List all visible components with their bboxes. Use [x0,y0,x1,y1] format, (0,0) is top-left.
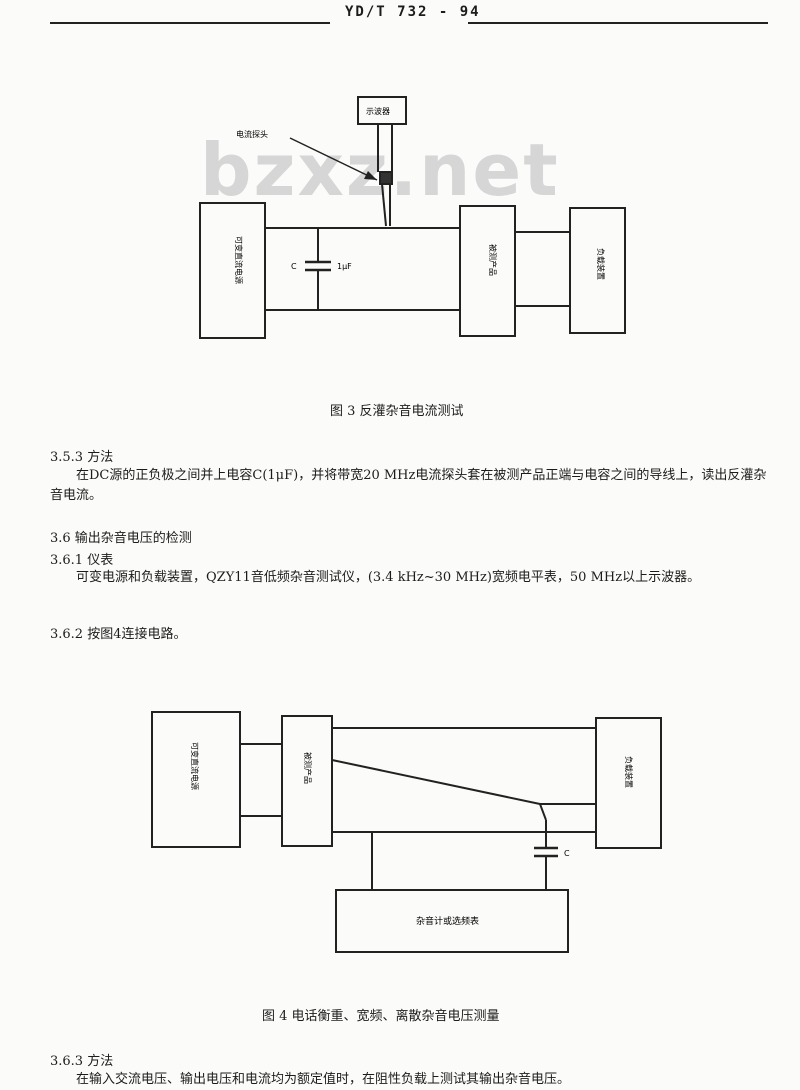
fig3-scope-label: 示波器 [366,106,390,116]
section-353-heading: 3.5.3 方法 [50,450,114,465]
section-36-heading: 3.6 输出杂音电压的检测 [50,531,192,546]
fig4-supply-box [151,711,241,848]
header-rule-right [468,22,768,24]
fig4-cap-label: C [564,849,570,858]
figure3-diagram: 电流探头 示波器 C 1μF 可变直流电源 被测产品 负载装置 [199,96,626,339]
fig3-probe-label: 电流探头 [236,129,268,139]
fig3-device-box [459,205,516,337]
section-363-text: 在输入交流电压、输出电压和电流均为额定值时，在阻性负载上测试其输出杂音电压。 [76,1072,571,1087]
figure3-caption: 图 3 反灌杂音电流测试 [330,404,464,419]
fig4-supply-label: 可变直流电源 [190,742,200,790]
fig3-supply-box [199,202,266,339]
header-doc-code: YD/T 732 - 94 [345,4,481,20]
fig3-load-label: 负载装置 [596,248,606,280]
fig4-device-box [281,715,333,847]
figure4-caption: 图 4 电话衡重、宽频、离散杂音电压测量 [262,1009,500,1024]
header-rule-left [50,22,330,24]
section-362-heading: 3.6.2 按图4连接电路。 [50,627,187,642]
fig4-meter-label: 杂音计或选频表 [416,915,479,927]
fig3-scope-box [357,96,407,125]
section-353-text: 在DC源的正负极之间并上电容C(1μF)，并将带宽20 MHz电流探头套在被测产… [50,468,767,503]
fig3-cap-label-c: C [291,262,297,271]
fig4-device-label: 被测产品 [303,752,313,784]
fig4-meter-box [335,889,569,953]
fig3-supply-label: 可变直流电源 [234,236,244,284]
fig3-cap-label-value: 1μF [337,262,352,271]
figure4-diagram: C 可变直流电源 被测产品 负载装置 杂音计或选频表 [151,711,662,953]
section-363-heading: 3.6.3 方法 [50,1054,114,1069]
fig4-load-box [595,717,662,849]
section-361-heading: 3.6.1 仪表 [50,553,114,568]
fig3-device-label: 被测产品 [488,244,498,276]
fig3-load-box [569,207,626,334]
section-361-text: 可变电源和负载装置，QZY11音低频杂音测试仪，(3.4 kHz~30 MHz)… [76,570,701,585]
fig4-load-label: 负载装置 [624,756,634,788]
